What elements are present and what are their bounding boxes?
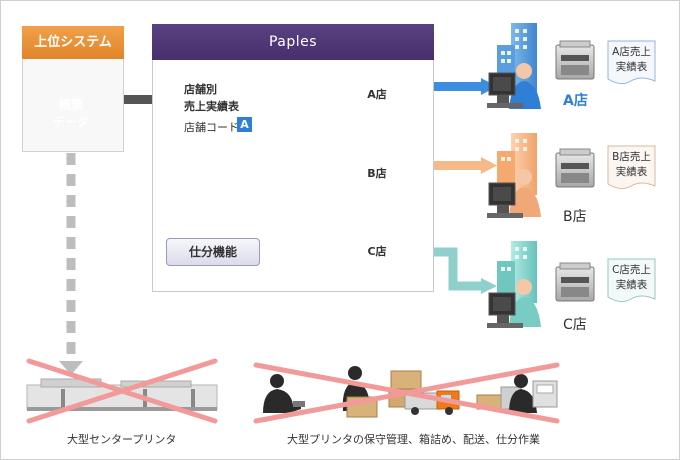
folder-b-label: B店 <box>367 167 387 180</box>
large-printer-caption: 大型センタープリンタ <box>67 433 177 446</box>
manual-work-scene-icon <box>263 366 558 418</box>
report-data-label: 帳票 データ <box>52 98 89 129</box>
legacy-print-arrowhead <box>59 361 83 375</box>
store-a-printer-icon <box>555 40 595 80</box>
manual-work-caption: 大型プリンタの保守管理、箱詰め、配送、仕分作業 <box>287 433 540 446</box>
printer-not-needed-cross <box>26 358 218 424</box>
store-code-label: 店舗コード <box>184 121 239 134</box>
data-to-doc-arrow <box>111 95 159 104</box>
folder-b-to-store-arrowhead <box>481 157 497 174</box>
folder-b-to-store-arrow <box>413 161 483 170</box>
manual-work-not-needed-cross <box>253 362 560 424</box>
upper-system-title: 上位システム <box>22 26 124 59</box>
store-c-worker-icon <box>487 279 541 328</box>
folder-c-label: C店 <box>367 245 387 258</box>
store-a-report-title: A店売上 実績表 <box>612 46 651 73</box>
store-c-report-card <box>607 258 656 303</box>
store-b-report-card <box>607 145 656 190</box>
paples-title: Paples <box>152 24 434 60</box>
large-center-printer-icon <box>26 378 218 411</box>
store-a-label: A店 <box>563 93 588 109</box>
store-b-worker-icon <box>487 169 541 218</box>
folder-a-to-store-arrow <box>413 82 483 91</box>
store-c-label: C店 <box>563 317 587 333</box>
store-b-report-title: B店売上 実績表 <box>612 151 651 178</box>
store-a-report-card <box>607 40 656 85</box>
store-c-printer-icon <box>555 262 595 302</box>
sorting-function-box: 仕分機能 <box>166 238 260 266</box>
folder-a-label: A店 <box>367 88 387 101</box>
store-code-badge: A <box>237 117 252 132</box>
store-c-report-title: C店売上 実績表 <box>612 264 651 291</box>
document-title: 店舗別 売上実績表 <box>184 83 239 113</box>
store-b-label: B店 <box>563 209 587 225</box>
folder-c-to-store-arrowhead <box>481 278 497 294</box>
store-a-worker-icon <box>487 63 541 109</box>
store-b-printer-icon <box>555 148 595 188</box>
